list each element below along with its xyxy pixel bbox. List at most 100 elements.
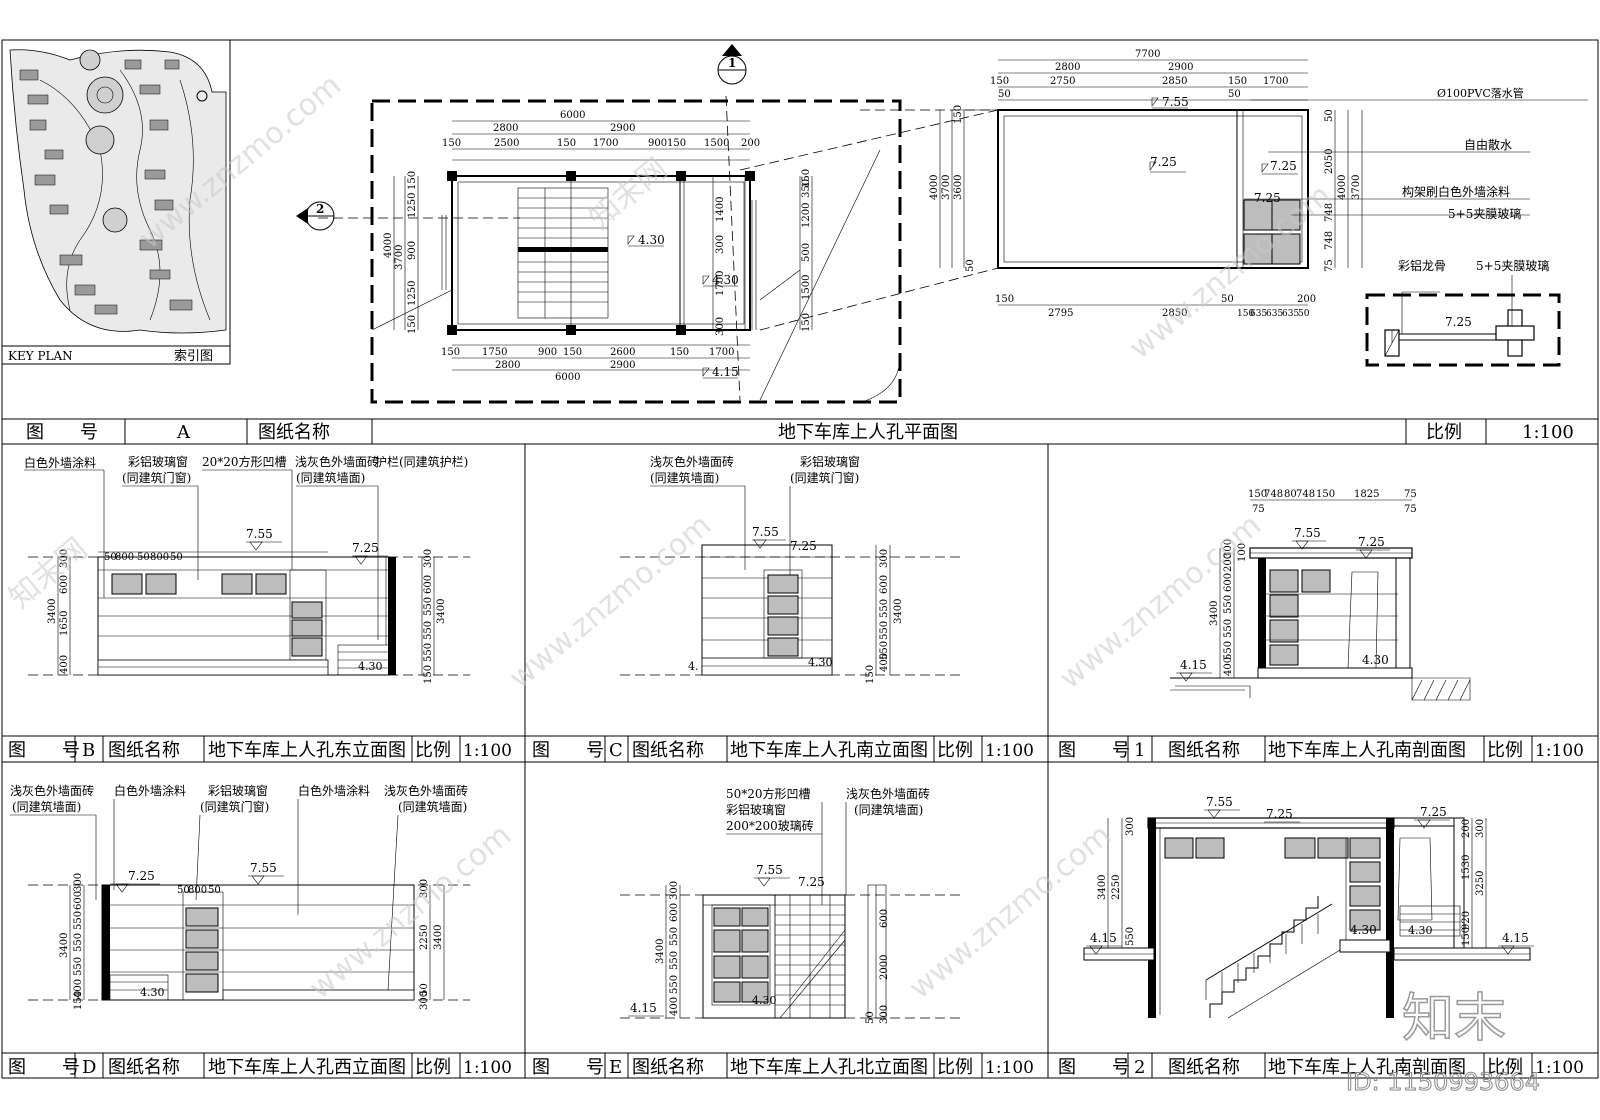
svg-text:2900: 2900: [610, 360, 635, 371]
svg-text:200: 200: [1223, 553, 1234, 572]
roof-plan: 7700 2800 2900 150 2750 2850 150 1700 50…: [739, 49, 1588, 367]
svg-text:50: 50: [1298, 309, 1310, 319]
svg-text:3250: 3250: [1475, 871, 1486, 896]
roof-detail: 彩铝龙骨 5+5夹膜玻璃 7.25: [1365, 258, 1561, 367]
svg-text:彩铝龙骨: 彩铝龙骨: [1398, 258, 1446, 273]
svg-text:7.55: 7.55: [1294, 526, 1321, 540]
svg-text:50: 50: [137, 552, 150, 563]
svg-text:2050: 2050: [1324, 149, 1335, 174]
svg-text:4.30: 4.30: [808, 656, 833, 669]
svg-text:550: 550: [1223, 595, 1234, 614]
svg-text:比例: 比例: [415, 1057, 451, 1078]
svg-text:4000: 4000: [929, 175, 940, 200]
svg-text:100: 100: [1237, 543, 1248, 562]
svg-text:150: 150: [407, 315, 418, 334]
svg-text:图纸名称: 图纸名称: [632, 740, 704, 761]
elevation-c: 浅灰色外墙面砖 (同建筑墙面) 彩铝玻璃窗 (同建筑门窗) 7.55 7.25 …: [620, 454, 965, 684]
svg-text:50: 50: [419, 983, 430, 996]
sheet-frame: [1, 39, 1599, 1079]
svg-text:彩铝玻璃窗: 彩铝玻璃窗: [128, 454, 188, 469]
svg-text:7.25: 7.25: [352, 541, 379, 555]
svg-text:75: 75: [1252, 504, 1265, 515]
svg-text:比例: 比例: [1426, 422, 1462, 443]
svg-text:550: 550: [879, 641, 890, 660]
roof-level-2: 7.25: [1149, 155, 1186, 173]
plan-level-3: 4.15: [702, 365, 739, 379]
svg-text:1825: 1825: [1354, 489, 1379, 500]
svg-text:护栏(同建筑护栏): 护栏(同建筑护栏): [375, 454, 468, 469]
svg-text:150: 150: [407, 171, 418, 190]
svg-text:75: 75: [1404, 489, 1417, 500]
svg-text:600: 600: [879, 909, 890, 928]
svg-text:800: 800: [115, 552, 134, 563]
svg-text:550: 550: [879, 621, 890, 640]
svg-text:150: 150: [990, 76, 1009, 87]
svg-text:1:100: 1:100: [985, 1058, 1034, 1078]
svg-text:2750: 2750: [1050, 76, 1075, 87]
svg-text:150: 150: [801, 169, 812, 188]
svg-text:C: C: [609, 740, 623, 761]
svg-text:900: 900: [538, 347, 557, 358]
svg-text:(同建筑门窗): (同建筑门窗): [790, 470, 859, 485]
svg-text:1650: 1650: [59, 611, 70, 636]
svg-text:300: 300: [59, 549, 70, 568]
svg-text:2600: 2600: [610, 347, 635, 358]
svg-text:1:100: 1:100: [1522, 422, 1574, 443]
svg-text:2: 2: [1134, 1057, 1145, 1078]
svg-text:4.30: 4.30: [752, 994, 777, 1007]
plan-dims-right: 1400 300 1700 150 350 1200 500 1500 150 …: [712, 169, 813, 336]
svg-text:2800: 2800: [495, 360, 520, 371]
svg-text:1:100: 1:100: [1535, 741, 1584, 761]
plan-columns: [447, 171, 755, 335]
svg-text:50: 50: [104, 552, 117, 563]
svg-text:50: 50: [998, 89, 1011, 100]
svg-text:7.25: 7.25: [790, 539, 817, 553]
svg-text:900: 900: [648, 138, 667, 149]
svg-text:(同建筑墙面): (同建筑墙面): [296, 470, 365, 485]
elev-d-dims: 50 800 50 3400 400 550 550 550 600 300 1…: [59, 873, 445, 1010]
svg-text:2900: 2900: [610, 123, 635, 134]
svg-text:300: 300: [715, 235, 726, 254]
svg-text:彩铝玻璃窗: 彩铝玻璃窗: [208, 783, 268, 798]
roof-notes: Ø100PVC落水管 自由散水 构架刷白色外墙涂料 5+5夹膜玻璃: [1244, 86, 1588, 221]
title-c: 图 号 C 图纸名称 地下车库上人孔南立面图 比例 1:100: [532, 736, 1034, 762]
svg-text:3400: 3400: [59, 933, 70, 958]
key-plan: KEY PLAN 索引图: [1, 39, 231, 365]
svg-text:50: 50: [170, 552, 183, 563]
svg-text:300: 300: [1223, 539, 1234, 558]
roof-outline: [997, 109, 1309, 269]
key-plan-label: KEY PLAN: [8, 349, 73, 363]
roof-dims-left: 4000 3700 3600 150 50: [929, 105, 976, 272]
svg-text:3700: 3700: [1351, 175, 1362, 200]
title-e: 图 号 E 图纸名称 地下车库上人孔北立面图 比例 1:100: [532, 1053, 1034, 1078]
svg-text:4.30: 4.30: [1408, 924, 1433, 937]
svg-text:白色外墙涂料: 白色外墙涂料: [298, 783, 370, 798]
svg-text:75: 75: [1324, 259, 1335, 272]
svg-text:150: 150: [1248, 489, 1267, 500]
svg-text:550: 550: [73, 911, 84, 930]
plan-dims-top: 6000 2800 2900 150 2500 150 1700 900 150…: [442, 110, 760, 161]
svg-text:635: 635: [1250, 309, 1267, 319]
svg-text:7.25: 7.25: [798, 875, 825, 889]
svg-text:构架刷白色外墙涂料: 构架刷白色外墙涂料: [1402, 184, 1510, 199]
elev-b-dims: 50 800 50 800 50 3400 1650 600 300 400 3…: [47, 549, 447, 684]
svg-text:4.: 4.: [688, 660, 699, 673]
svg-text:200: 200: [1461, 819, 1472, 838]
svg-text:B: B: [82, 740, 95, 761]
key-plan-label-cn: 索引图: [174, 349, 213, 364]
svg-text:3400: 3400: [433, 925, 444, 950]
roof-dims-bottom: 150 2795 2850 50 150 635 635 635 200 50: [995, 294, 1316, 319]
svg-text:4.15: 4.15: [1180, 658, 1207, 672]
svg-text:7700: 7700: [1135, 49, 1160, 60]
svg-text:300: 300: [1125, 817, 1136, 836]
svg-text:50: 50: [1221, 294, 1234, 305]
svg-text:150: 150: [1461, 927, 1472, 946]
elev-d-windows: [185, 907, 219, 993]
svg-text:1200: 1200: [801, 203, 812, 228]
svg-text:1250: 1250: [407, 281, 418, 306]
svg-text:白色外墙涂料: 白色外墙涂料: [24, 455, 96, 470]
sec1-windows: [1269, 569, 1331, 666]
svg-text:4000: 4000: [1337, 175, 1348, 200]
svg-text:1750: 1750: [482, 347, 507, 358]
